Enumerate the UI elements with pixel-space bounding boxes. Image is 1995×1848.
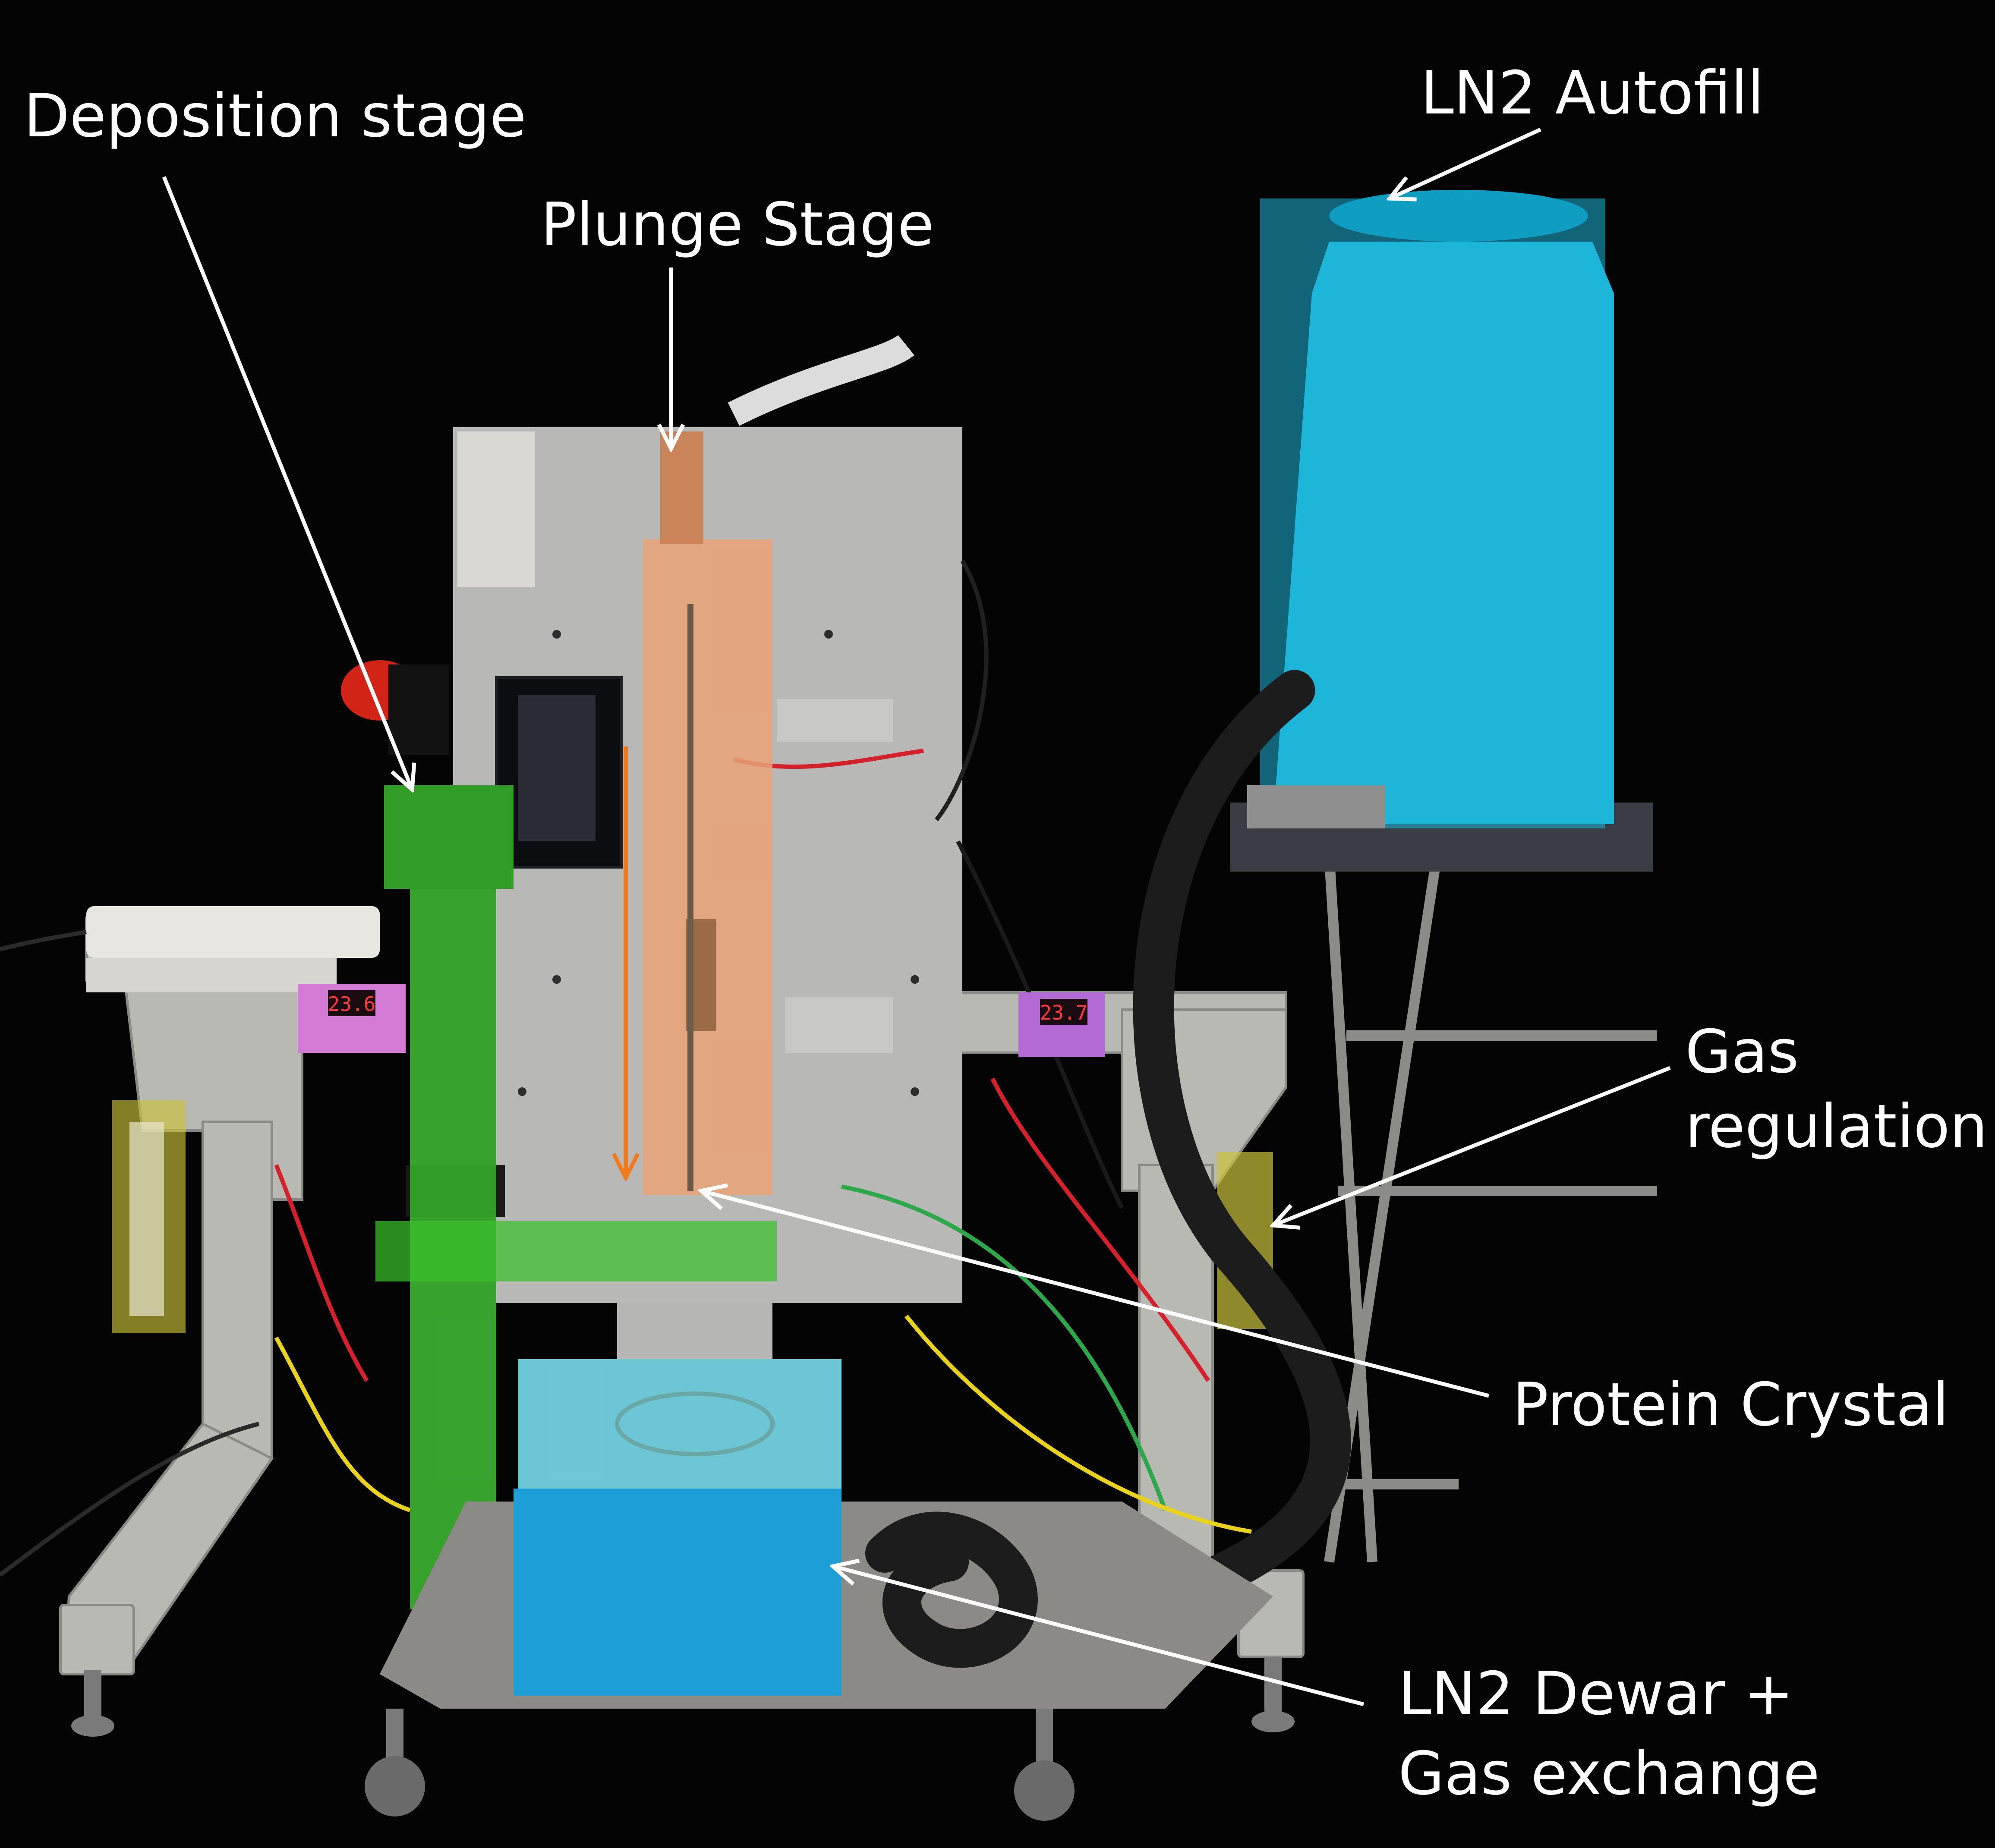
wiring (0, 334, 1252, 1577)
deposition-stage-highlight (384, 785, 514, 889)
pointer-gas-regulation (1273, 1066, 1671, 1225)
label-gas-regulation-line1: Gas (1685, 1017, 1799, 1086)
label-deposition-stage: Deposition stage (24, 81, 526, 151)
right-temp-controller: 23.7 (1018, 992, 1105, 1057)
plunge-stage-highlight (643, 539, 772, 1195)
label-protein-crystal: Protein Crystal (1513, 1370, 1949, 1439)
left-temp-controller: 23.6 (298, 984, 406, 1053)
label-ln2-dewar-line2: Gas exchange (1398, 1739, 1820, 1808)
label-ln2-dewar-line1: LN2 Dewar + (1398, 1659, 1794, 1728)
ln2-dewar (514, 1359, 841, 1696)
label-ln2-autofill: LN2 Autofill (1421, 58, 1764, 128)
label-plunge-stage: Plunge Stage (541, 190, 934, 259)
pointer-deposition-stage (162, 176, 412, 790)
right-temp-readout: 23.7 (1040, 1001, 1088, 1024)
annotation-pointers (162, 127, 1671, 1706)
left-temp-readout: 23.6 (328, 992, 376, 1016)
pointer-ln2-dewar (833, 1566, 1365, 1706)
feet (71, 1657, 1295, 1821)
pointer-protein-crystal (701, 1191, 1490, 1398)
left-controller-box (86, 906, 380, 958)
label-gas-regulation-line2: regulation (1685, 1092, 1988, 1161)
deposition-platform-highlight (375, 1221, 777, 1281)
pointer-ln2-autofill (1390, 127, 1541, 198)
gas-exchange-coil (865, 1511, 1038, 1668)
ln2-autofill (1260, 190, 1614, 828)
